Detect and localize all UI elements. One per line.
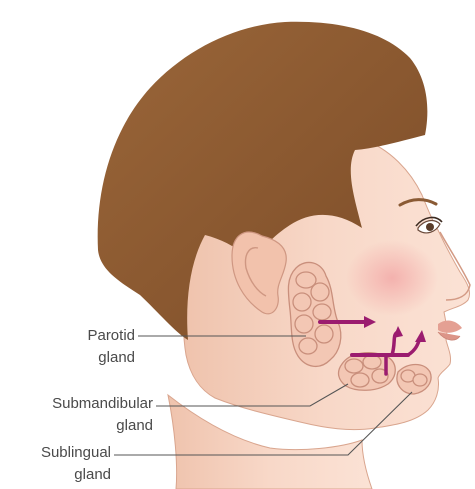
parotid-label-line2: gland <box>87 347 135 369</box>
cheek-blush <box>346 240 438 316</box>
sublingual-label-line1: Sublingual <box>41 442 111 464</box>
parotid-gland-label: Parotid gland <box>87 325 135 369</box>
parotid-label-line1: Parotid <box>87 325 135 347</box>
sublingual-gland-label: Sublingual gland <box>41 442 111 486</box>
submandibular-label-line2: gland <box>52 415 153 437</box>
submandibular-label-line1: Submandibular <box>52 393 153 415</box>
submandibular-gland-label: Submandibular gland <box>52 393 153 437</box>
sublingual-label-line2: gland <box>41 464 111 486</box>
